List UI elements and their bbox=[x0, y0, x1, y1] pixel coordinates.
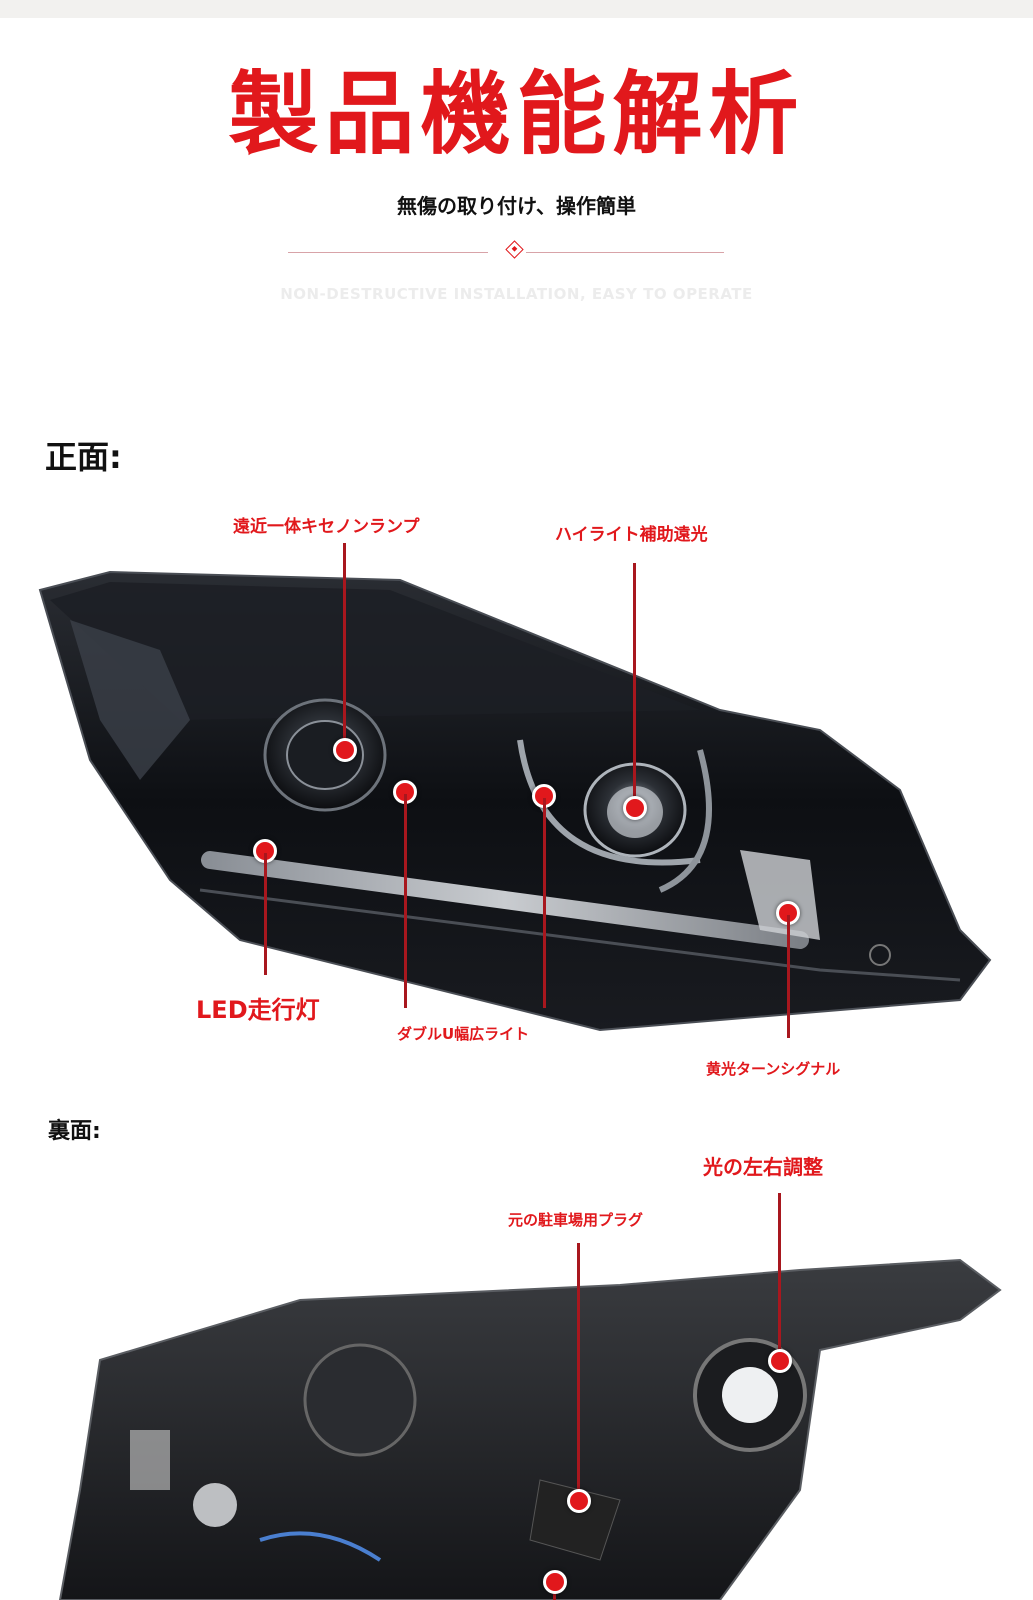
callout-position-light: ダブルU幅広ライト bbox=[397, 1025, 530, 1043]
callout-high-beam-line bbox=[633, 563, 636, 806]
callout-position-line-left bbox=[404, 794, 407, 1008]
callout-beam-adjust-line bbox=[778, 1193, 781, 1359]
divider-left bbox=[288, 252, 488, 253]
divider-diamond-icon bbox=[505, 240, 524, 259]
callout-xenon-line bbox=[343, 543, 346, 748]
callout-turn-line bbox=[787, 915, 790, 1038]
back-headlight-image bbox=[58, 1258, 1002, 1600]
callout-beam-adjust-marker bbox=[768, 1349, 792, 1373]
callout-drl-line bbox=[264, 853, 267, 975]
callout-lower-marker bbox=[543, 1570, 567, 1594]
back-section-label: 裏面: bbox=[48, 1119, 101, 1144]
divider-right bbox=[526, 252, 724, 253]
callout-parking-plug-marker bbox=[567, 1489, 591, 1513]
front-headlight-image bbox=[38, 570, 992, 1032]
callout-high-beam: ハイライト補助遠光 bbox=[555, 525, 708, 545]
top-strip bbox=[0, 0, 1033, 18]
page-subtitle: 無傷の取り付け、操作簡単 bbox=[397, 194, 636, 218]
english-subtitle: NON-DESTRUCTIVE INSTALLATION, EASY TO OP… bbox=[280, 285, 753, 303]
callout-high-beam-marker bbox=[623, 796, 647, 820]
callout-xenon-lamp: 遠近一体キセノンランプ bbox=[233, 517, 420, 537]
front-section-label: 正面: bbox=[45, 438, 122, 476]
callout-drl: LED走行灯 bbox=[196, 996, 320, 1024]
callout-beam-adjust: 光の左右調整 bbox=[703, 1155, 823, 1179]
callout-xenon-marker bbox=[333, 738, 357, 762]
callout-turn-signal: 黄光ターンシグナル bbox=[706, 1060, 841, 1078]
page-title: 製品機能解析 bbox=[228, 62, 805, 167]
callout-position-line-right bbox=[543, 798, 546, 1008]
callout-parking-plug: 元の駐車場用プラグ bbox=[508, 1211, 644, 1229]
callout-parking-plug-line bbox=[577, 1243, 580, 1499]
